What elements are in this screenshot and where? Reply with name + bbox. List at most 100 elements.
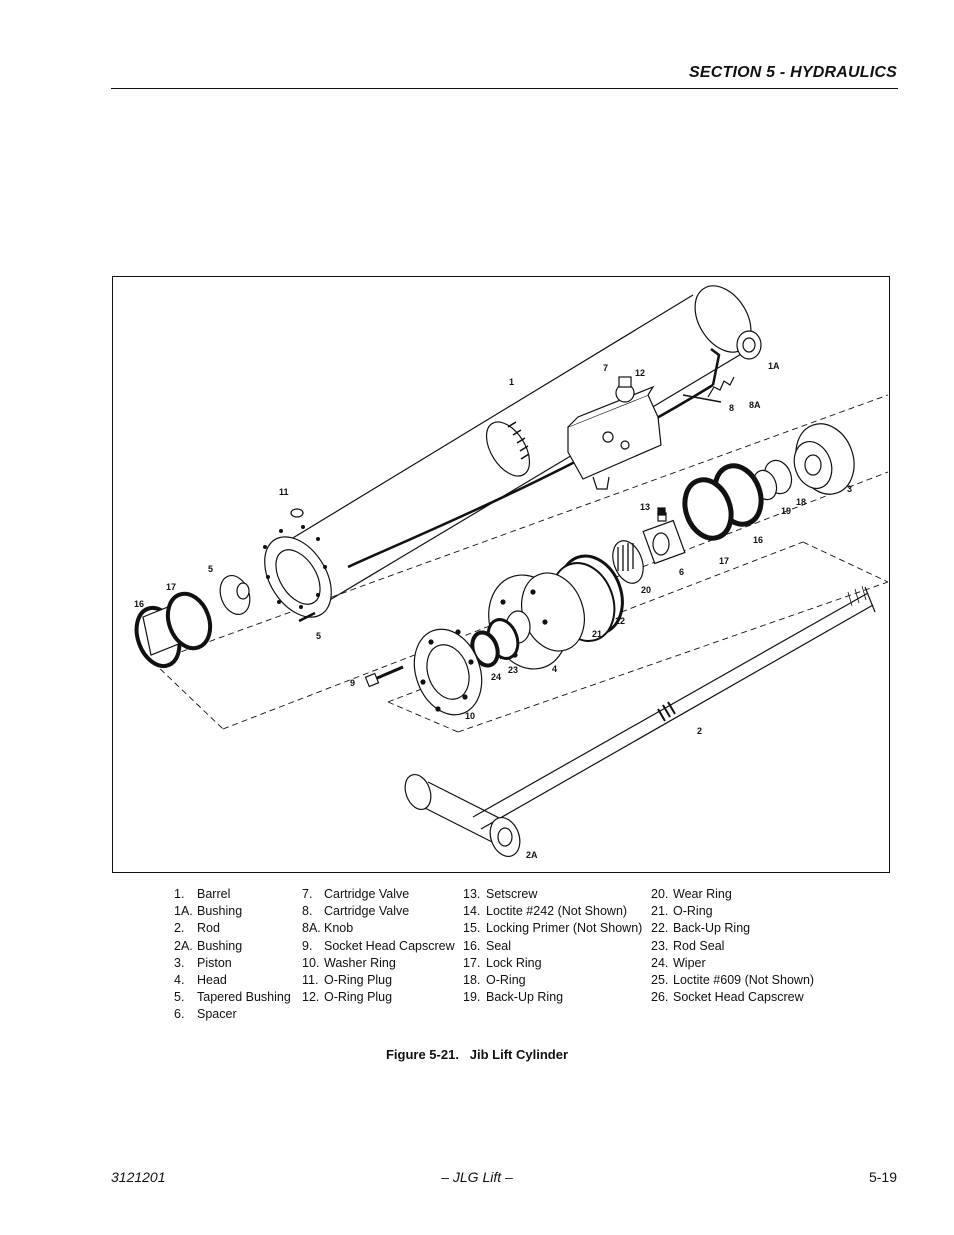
legend-item-label: O-Ring: [673, 904, 713, 919]
legend-item-number: 12.: [302, 990, 320, 1005]
legend-item-number: 5.: [174, 990, 185, 1005]
footer-page-number: 5-19: [868, 1169, 897, 1185]
callout-18: 18: [796, 497, 806, 507]
legend-item-number: 2.: [174, 921, 185, 936]
legend-item-label: Wiper: [673, 955, 706, 970]
legend-item: 4. Head: [174, 972, 291, 989]
legend-item-label: Cartridge Valve: [324, 887, 410, 901]
legend-item-number: 8.: [302, 904, 313, 919]
legend-item-number: 24.: [651, 955, 669, 970]
callout-21: 21: [592, 629, 602, 639]
legend-item-number: 14.: [463, 904, 481, 919]
legend-item-label: Loctite #609 (Not Shown): [673, 972, 815, 987]
callout-16-left: 16: [134, 599, 144, 609]
legend-item-number: 16.: [463, 938, 481, 953]
legend-item-number: 7.: [302, 887, 313, 901]
callout-16-right: 16: [753, 535, 763, 545]
legend-item: 7. Cartridge Valve: [302, 886, 455, 903]
small-fittings: [290, 507, 666, 518]
legend-item: 13.Setscrew: [463, 886, 642, 903]
legend-item-label: Bushing: [197, 904, 243, 919]
legend-item: 2A.Bushing: [174, 938, 291, 955]
callout-10: 10: [465, 711, 475, 721]
legend-item-label: O-Ring: [486, 972, 526, 987]
valve-block: [567, 376, 735, 490]
legend-item: 17.Lock Ring: [463, 955, 642, 972]
legend-item: 26.Socket Head Capscrew: [651, 989, 814, 1006]
legend-item-label: Cartridge Valve: [324, 904, 410, 919]
legend-item: 22. Back-Up Ring: [651, 920, 814, 937]
legend-item: 6.Spacer: [174, 1006, 291, 1023]
legend-item-number: 25.: [651, 972, 669, 987]
callout-12: 12: [635, 368, 645, 378]
legend-item: 2. Rod: [174, 920, 291, 937]
legend-item-label: Head: [197, 972, 227, 987]
left-ring-group: [134, 575, 316, 669]
legend-item-number: 11.: [302, 972, 319, 987]
legend-item: 1A. Bushing: [174, 903, 291, 920]
callout-19: 19: [781, 506, 791, 516]
legend-item: 8. Cartridge Valve: [302, 903, 455, 920]
figure-frame: 1 1A 7 12 8 8A 11 3 13 18 19 16 17 6 20 …: [112, 276, 890, 873]
legend-item-number: 9.: [302, 938, 313, 953]
callout-9: 9: [350, 678, 355, 688]
callout-8a: 8A: [749, 400, 761, 410]
legend-item-label: Setscrew: [486, 887, 538, 901]
footer-doc-number: 3121201: [111, 1169, 166, 1185]
figure-caption: Figure 5-21. Jib Lift Cylinder: [385, 1047, 569, 1062]
callout-2a: 2A: [526, 850, 538, 860]
legend-item-label: Seal: [486, 938, 512, 953]
barrel: [264, 285, 762, 618]
legend-item-number: 17.: [463, 955, 481, 970]
legend-item: 19.Back-Up Ring: [463, 989, 642, 1006]
legend-column-4: 20.Wear Ring 21.O-Ring 22.Back-Up Ring 2…: [651, 886, 814, 1006]
piston-group: [550, 423, 855, 642]
legend-item: 11.O-Ring Plug: [302, 972, 455, 989]
callout-11: 11: [279, 487, 289, 497]
callout-7-top: 7: [603, 363, 608, 373]
legend-item-number: 4.: [174, 972, 185, 987]
legend-column-3: 13.Setscrew 14.Loctite #242 (Not Shown) …: [463, 886, 642, 1006]
legend-item: 1.Barrel: [174, 886, 291, 903]
jib-lift-cylinder-diagram: 1 1A 7 12 8 8A 11 3 13 18 19 16 17 6 20 …: [134, 285, 889, 860]
legend-item-label: Rod: [197, 921, 220, 936]
legend-item-number: 6.: [174, 1007, 185, 1022]
legend-item-number: 10.: [302, 955, 320, 970]
legend-item-number: 15.: [463, 921, 481, 936]
washer-ring: [413, 628, 483, 716]
callout-8: 8: [729, 403, 734, 413]
legend-item: 23.Rod Seal: [651, 938, 814, 955]
legend-item: 10.Washer Ring: [302, 955, 455, 972]
legend-item: 8A.Knob: [302, 920, 455, 937]
legend-item-label: Bushing: [197, 938, 243, 953]
footer-publisher: – JLG Lift –: [441, 1169, 513, 1185]
head-part: [470, 572, 585, 670]
callout-17-right: 17: [719, 556, 729, 566]
callout-2: 2: [697, 726, 702, 736]
legend-column-2: 7. Cartridge Valve 8. Cartridge Valve 8A.K…: [302, 886, 455, 1006]
callout-20: 20: [641, 585, 651, 595]
legend-item-label: Tapered Bushing: [197, 990, 291, 1005]
legend-item-label: Locking Primer (Not Shown): [486, 921, 643, 936]
legend-item-number: 18.: [463, 972, 481, 987]
callout-1: 1: [509, 377, 514, 387]
legend-item-number: 23.: [651, 938, 669, 953]
legend-item-number: 20.: [651, 887, 669, 901]
legend-item-number: 3.: [174, 955, 185, 970]
legend-item-label: Knob: [324, 921, 354, 936]
legend-item: 9. Socket Head Capscrew: [302, 938, 455, 955]
legend-item-label: Socket Head Capscrew: [324, 938, 455, 953]
callout-5-right: 5: [316, 631, 321, 641]
legend-item: 18. O-Ring: [463, 972, 642, 989]
legend-item-number: 22.: [651, 921, 669, 936]
callout-13: 13: [640, 502, 650, 512]
legend-item: 3. Piston: [174, 955, 291, 972]
legend-item-number: 1A.: [174, 904, 193, 919]
legend-item-label: Wear Ring: [673, 887, 732, 901]
callout-24: 24: [491, 672, 501, 682]
callout-4: 4: [552, 664, 557, 674]
legend-column-1: 1.Barrel 1A. Bushing 2. Rod 2A.Bushing 3. P…: [174, 886, 291, 1024]
legend-item-label: Back-Up Ring: [673, 921, 751, 936]
legend-item-label: Barrel: [197, 887, 231, 901]
legend-item-label: Piston: [197, 955, 232, 970]
